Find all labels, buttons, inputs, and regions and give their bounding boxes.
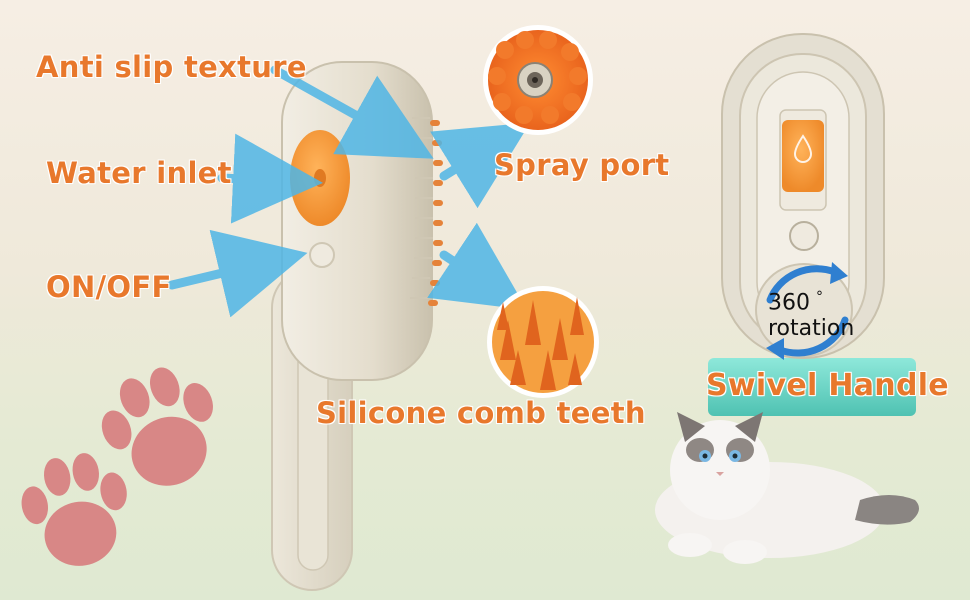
label-water-inlet: Water inlet bbox=[46, 156, 232, 190]
water-tank-window bbox=[782, 120, 824, 192]
label-spray-port: Spray port bbox=[494, 148, 670, 182]
rotation-arrows-icon bbox=[766, 265, 849, 357]
label-silicone-comb-teeth: Silicone comb teeth bbox=[316, 396, 646, 430]
pointer-arrow-icon bbox=[167, 65, 531, 318]
comb-teeth-detail bbox=[487, 286, 599, 398]
teal-stand bbox=[708, 358, 916, 416]
rotation-caption: 360 ° rotation bbox=[768, 284, 854, 342]
spray-port-detail bbox=[483, 25, 593, 135]
label-on-off: ON/OFF bbox=[46, 270, 172, 304]
device-back-view bbox=[708, 33, 916, 416]
brush-body bbox=[281, 61, 443, 381]
label-anti-slip-texture: Anti slip texture bbox=[36, 50, 307, 84]
rotation-word: rotation bbox=[768, 316, 855, 342]
rotation-degrees: 360 bbox=[768, 290, 810, 316]
power-button bbox=[309, 242, 335, 268]
degree-symbol: ° bbox=[816, 289, 823, 305]
paw-print-icon bbox=[21, 367, 213, 566]
water-drop-icon bbox=[793, 134, 813, 163]
ragdoll-cat-image bbox=[655, 412, 919, 564]
label-swivel-handle: Swivel Handle bbox=[706, 368, 949, 403]
